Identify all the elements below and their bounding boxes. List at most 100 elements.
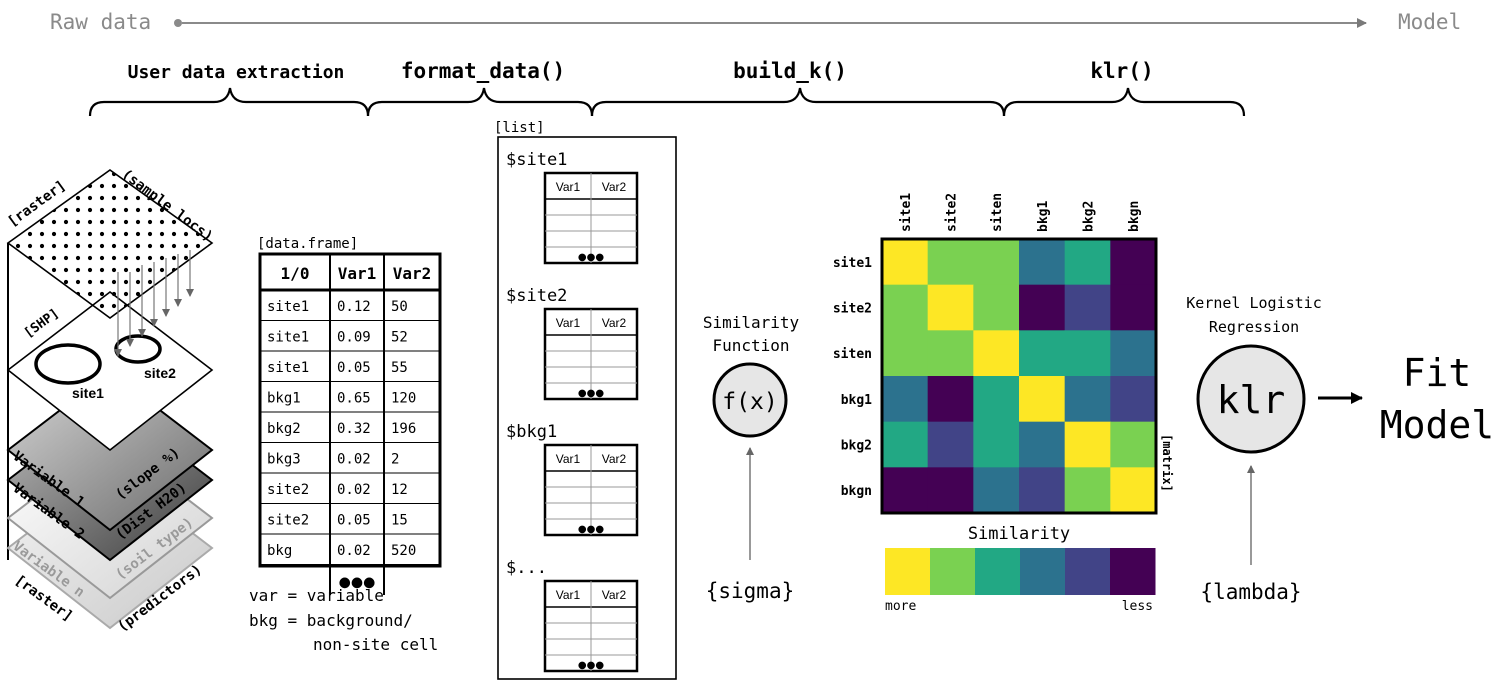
matrix-col-label: bkgn <box>1127 201 1142 232</box>
list-table-col2: Var2 <box>602 316 627 330</box>
matrix-cell <box>882 239 929 286</box>
dataframe-cell: 0.32 <box>337 421 371 437</box>
matrix-cell <box>1019 467 1066 514</box>
similarity-function: Similarity Function f(x) {sigma} <box>703 313 800 603</box>
dataframe-cell: 50 <box>391 299 408 315</box>
matrix-cell <box>1064 239 1111 286</box>
dataframe-ellipsis: ●●● <box>339 575 376 591</box>
dataframe-cell: 120 <box>391 391 416 407</box>
matrix-cell <box>973 376 1020 423</box>
dataframe-cell: 0.05 <box>337 360 371 376</box>
colorbar-cell <box>1065 548 1111 595</box>
dataframe-cell: bkg1 <box>267 391 301 407</box>
sample-projection-arrows <box>114 250 194 357</box>
stage-build-label: build_k() <box>733 59 847 83</box>
stage-braces <box>88 87 1246 117</box>
dataframe-header-cell: 1/0 <box>281 264 310 283</box>
klr-symbol: klr <box>1217 378 1286 422</box>
lambda-param: {lambda} <box>1200 580 1301 604</box>
matrix-cell <box>1019 239 1066 286</box>
matrix-cell <box>927 376 974 423</box>
dataframe-cell: 0.02 <box>337 482 371 498</box>
matrix-border <box>880 237 1158 515</box>
brace-extraction <box>88 87 370 117</box>
colorbar-cell <box>885 548 931 595</box>
matrix-col-label: siten <box>990 193 1005 232</box>
matrix-col-label: site1 <box>899 193 914 232</box>
matrix-cell <box>1064 330 1111 377</box>
matrix-cell <box>1064 421 1111 468</box>
matrix-col-label: bkg2 <box>1082 201 1097 232</box>
list-table-ellipsis: ●●● <box>578 660 604 671</box>
site2-polygon <box>114 334 162 364</box>
klr-circle <box>1196 344 1306 454</box>
matrix-col-label: bkg1 <box>1036 201 1051 232</box>
matrix-cells <box>882 239 1157 514</box>
list-table-col2: Var2 <box>602 452 627 466</box>
matrix-row-label: bkg2 <box>841 439 872 454</box>
list-caption: [list] <box>494 120 545 136</box>
dataframe-border <box>258 252 442 568</box>
matrix-cell <box>1019 421 1066 468</box>
matrix-cell <box>1064 284 1111 331</box>
list-table-col1: Var1 <box>556 452 581 466</box>
matrix-row-label: bkg1 <box>841 393 872 408</box>
legend-var: var = variable <box>249 586 384 605</box>
matrix-cell <box>1110 239 1157 286</box>
matrix-cell <box>1019 330 1066 377</box>
matrix-cell <box>882 284 929 331</box>
matrix-cell <box>1064 467 1111 514</box>
matrix-labels: site1site1site2site2sitensitenbkg1bkg1bk… <box>833 193 1142 499</box>
dataframe-header-cell: Var2 <box>393 264 432 283</box>
raw-data-label: Raw data <box>50 10 151 34</box>
dataframe-cell: site1 <box>267 330 309 346</box>
dataframe-cell: 0.02 <box>337 452 371 468</box>
list-table-ellipsis: ●●● <box>578 524 604 535</box>
list-item-name: $site1 <box>506 150 567 170</box>
similarity-fn-title-2: Function <box>712 336 789 355</box>
matrix-cell <box>1019 284 1066 331</box>
dataframe-cell: site2 <box>267 482 309 498</box>
similarity-fn-symbol: f(x) <box>722 389 777 415</box>
klr-title-1: Kernel Logistic <box>1186 294 1321 312</box>
matrix-cell <box>1019 376 1066 423</box>
matrix-row-label: siten <box>833 347 872 362</box>
list-table-col1: Var1 <box>556 588 581 602</box>
stage-format-label: format_data() <box>401 59 565 83</box>
matrix-cell <box>973 467 1020 514</box>
fit-model-line-2: Model <box>1380 403 1494 447</box>
dataframe-cell: 0.09 <box>337 330 371 346</box>
colorbar-cell <box>930 548 976 595</box>
brace-build <box>590 87 1006 117</box>
sigma-param: {sigma} <box>706 579 795 603</box>
matrix-cell <box>882 467 929 514</box>
matrix-row-label: site1 <box>833 256 872 271</box>
matrix-cell <box>1110 467 1157 514</box>
list-item-name: $bkg1 <box>506 422 557 442</box>
dataframe-grid <box>260 254 440 595</box>
layer-stack: [raster] (sample locs) [SHP] site1 site2… <box>5 166 216 635</box>
dataframe-cell: bkg3 <box>267 452 301 468</box>
colorbar-cell <box>975 548 1021 595</box>
brace-klr <box>1002 87 1246 117</box>
colorbar-title: Similarity <box>968 524 1070 544</box>
list-table-col1: Var1 <box>556 180 581 194</box>
list-table-col2: Var2 <box>602 588 627 602</box>
dataframe-cell: bkg2 <box>267 421 301 437</box>
matrix-col-label: site2 <box>945 193 960 232</box>
colorbar-cell <box>1020 548 1066 595</box>
matrix-cell <box>927 239 974 286</box>
dataframe-cell: 196 <box>391 421 416 437</box>
matrix-cell <box>973 239 1020 286</box>
stage-klr-label: klr() <box>1090 59 1153 83</box>
matrix-cell <box>1110 284 1157 331</box>
matrix-cell <box>927 330 974 377</box>
site1-polygon <box>34 343 102 385</box>
kernel-matrix: site1site1site2site2sitensitenbkg1bkg1bk… <box>833 193 1174 515</box>
layer-shp <box>6 290 214 452</box>
matrix-caption: [matrix] <box>1160 434 1174 492</box>
